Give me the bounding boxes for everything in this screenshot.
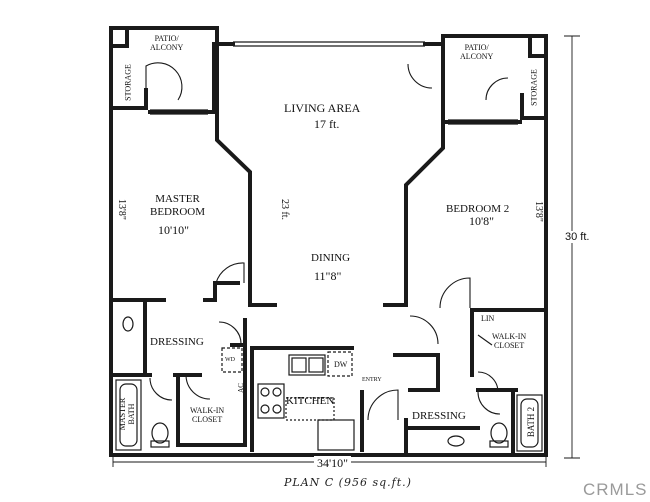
walkin-left-label: WALK-IN CLOSET (190, 406, 225, 424)
dining-size: 11"8" (314, 269, 342, 283)
ac-label: AC (236, 383, 245, 393)
door-swing-bath-left (149, 377, 173, 401)
patio-left-label: PATIO/ ALCONY (150, 34, 184, 52)
outer-wall-top-right (423, 34, 548, 46)
dining-label: DINING (311, 252, 351, 264)
bath2-sink (447, 435, 465, 447)
storage-right-label: STORAGE (529, 69, 539, 106)
kitchen-island (285, 397, 335, 421)
entry-label: ENTRY (362, 377, 382, 383)
door-swing-patio-right (407, 63, 433, 89)
kitchen-sink (288, 354, 326, 376)
door-swing-lin (477, 334, 493, 346)
kitchen-label: KITCHEN (286, 395, 335, 407)
master-bedroom-size: 10'10" (158, 223, 190, 237)
master-bedroom-label: MASTER BEDROOM (150, 193, 206, 218)
door-swing-storage-right (485, 77, 509, 101)
door-swing-bedroom2 (439, 277, 471, 309)
plan-caption: PLAN C (956 sq.ft.) (284, 476, 412, 489)
patio-right-label: PATIO/ ALCONY (460, 43, 494, 61)
storage-left-wall (109, 88, 148, 110)
door-swing-master (215, 262, 245, 284)
master-tub (115, 379, 142, 451)
bath2-toilet (490, 422, 508, 444)
window-bedroom2 (448, 119, 518, 125)
window-master (150, 109, 208, 115)
bedroom2-height-dim: 13'8" (532, 201, 544, 222)
door-swing-dressing-left (218, 321, 242, 345)
living-wall-left (215, 42, 277, 307)
bath2-tub (516, 394, 543, 452)
bedroom2-label: BEDROOM 2 (446, 203, 510, 215)
door-swing-bath2 (477, 391, 501, 415)
stove (257, 383, 285, 419)
bath2-label: BATH 2 (526, 406, 536, 438)
dressing-left-label: DRESSING (150, 336, 204, 348)
door-swing-walkin-left (185, 374, 211, 400)
living-wall-right (383, 120, 445, 307)
wd-label: WD (225, 357, 235, 363)
living-depth-dim: 23 ft. (279, 198, 291, 221)
window-living (233, 41, 425, 47)
storage-right-wall (520, 93, 548, 120)
master-bath-label: MASTER BATH (118, 397, 136, 431)
dim-line-height (564, 35, 580, 459)
door-swing-patio-left (145, 62, 183, 101)
crmls-watermark: CRMLS (583, 480, 648, 499)
living-area-label: LIVING AREA (284, 101, 361, 115)
dressing-right-label: DRESSING (412, 410, 466, 422)
total-width-dim: 34'10" (314, 456, 352, 471)
door-swing-walkin-right (477, 371, 499, 393)
living-area-size: 17 ft. (314, 117, 340, 131)
fridge (317, 419, 355, 451)
storage-left-label: STORAGE (123, 64, 133, 101)
outer-wall-top-left (109, 26, 235, 46)
bedroom2-size: 10'8" (469, 214, 495, 228)
door-swing-dressing-right (409, 315, 439, 345)
dishwasher (327, 351, 353, 377)
walkin-right-label: WALK-IN CLOSET (492, 332, 527, 350)
washer-dryer (221, 347, 243, 373)
master-toilet (151, 422, 169, 444)
door-swing-entry (367, 389, 399, 421)
patio-left-wall (148, 42, 216, 114)
master-sink (122, 316, 134, 332)
master-height-dim: 13'8" (115, 199, 127, 220)
dw-label: DW (334, 360, 348, 369)
lin-label: LIN (481, 314, 495, 323)
total-height-dim: 30 ft. (563, 231, 592, 243)
